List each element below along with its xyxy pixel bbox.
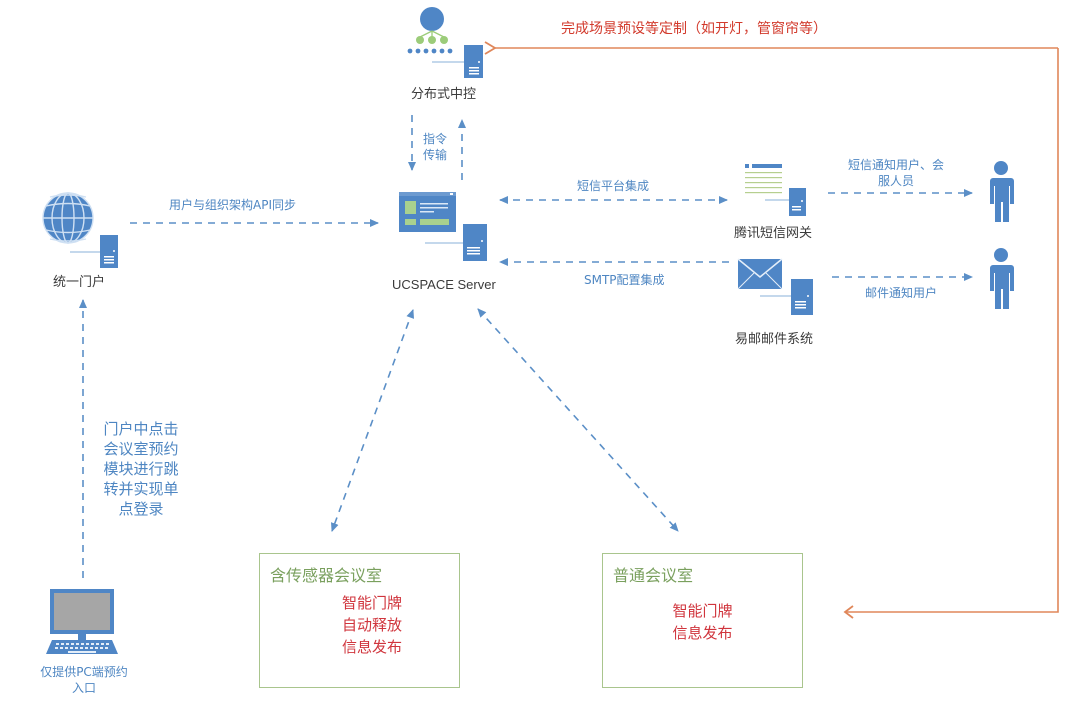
room-features: 智能门牌 自动释放 信息发布 [260, 592, 459, 658]
globe-icon [42, 192, 100, 253]
room-feature: 信息发布 [341, 638, 402, 656]
server-tower-icon [789, 188, 806, 216]
sms-notify-label: 短信通知用户、会服人员 [848, 158, 945, 188]
scene-preset-label: 完成场景预设等定制（如开灯，管窗帘等） [561, 21, 827, 37]
sso-label: 门户中点击会议室预约模块进行跳转并实现单点登录 [103, 420, 179, 518]
normal-room-link-arrow [477, 308, 679, 532]
api-sync-label: 用户与组织架构API同步 [169, 198, 296, 212]
network-hierarchy-icon [407, 7, 464, 63]
room-feature: 智能门牌 [341, 594, 402, 612]
sms-integration-label: 短信平台集成 [577, 179, 650, 193]
mail-system-label: 易邮邮件系统 [735, 332, 814, 347]
person-icon [990, 161, 1014, 222]
scene-preset-arrow [845, 48, 1059, 613]
room-features: 智能门牌 信息发布 [603, 600, 802, 644]
server-label: UCSPACE Server [392, 277, 496, 292]
command-label: 指令传输 [422, 132, 447, 162]
mail-notify-label: 邮件通知用户 [865, 286, 938, 300]
server-window-icon [399, 192, 487, 261]
scene-preset-arrowhead [843, 605, 854, 619]
room-feature: 信息发布 [672, 624, 733, 642]
central-control-label: 分布式中控 [411, 87, 477, 102]
smtp-integration-label: SMTP配置集成 [584, 273, 665, 287]
document-list-icon [745, 164, 789, 201]
room-feature: 自动释放 [341, 616, 402, 634]
envelope-icon [737, 258, 791, 297]
pc-label: 仅提供PC端预约入口 [40, 665, 128, 695]
server-tower-icon [464, 45, 483, 78]
sensor-meeting-room: 含传感器会议室 智能门牌 自动释放 信息发布 [259, 553, 460, 688]
person-icon [990, 248, 1014, 309]
room-title: 含传感器会议室 [270, 566, 383, 585]
desktop-computer-icon [46, 589, 118, 654]
portal-label: 统一门户 [53, 275, 106, 290]
normal-meeting-room: 普通会议室 智能门牌 信息发布 [602, 553, 803, 688]
sms-gateway-label: 腾讯短信网关 [734, 226, 813, 241]
server-tower-icon [100, 235, 118, 268]
room-feature: 智能门牌 [672, 602, 733, 620]
room-title: 普通会议室 [613, 566, 694, 585]
sensor-room-link-arrow [330, 309, 415, 532]
server-tower-icon [791, 279, 813, 315]
